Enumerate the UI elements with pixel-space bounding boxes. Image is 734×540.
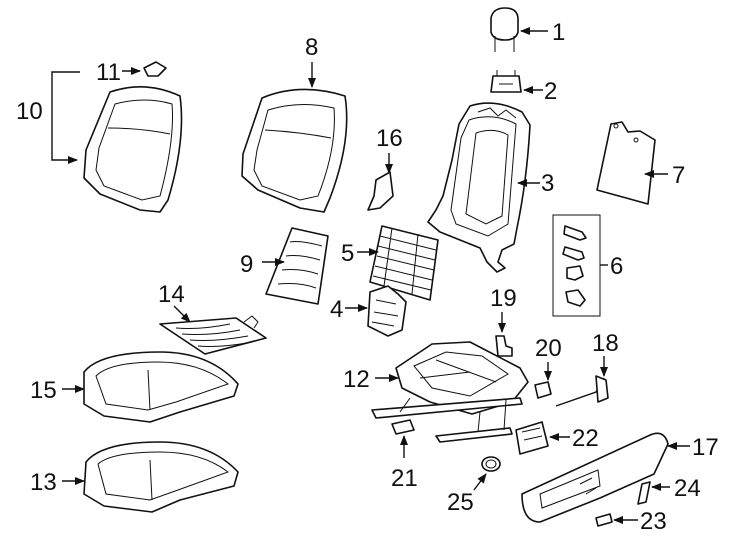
callout-13: 13	[30, 469, 85, 496]
part-4-lumbar-adjuster	[367, 285, 407, 337]
svg-text:4: 4	[330, 296, 343, 323]
part-18-release-lever	[555, 375, 609, 407]
svg-text:16: 16	[376, 125, 403, 152]
part-21-clip	[391, 419, 415, 435]
svg-text:6: 6	[610, 253, 623, 280]
callout-11: 11	[96, 59, 141, 86]
callout-17: 17	[667, 434, 719, 461]
svg-text:21: 21	[391, 465, 418, 492]
callout-23: 23	[613, 508, 667, 535]
part-20-clip	[534, 381, 552, 399]
part-12-seat-frame	[371, 341, 529, 443]
part-22-seat-switch	[515, 421, 549, 455]
callout-25: 25	[447, 473, 487, 516]
svg-text:13: 13	[30, 469, 57, 496]
callout-15: 15	[30, 377, 85, 404]
callout-4: 4	[330, 296, 368, 323]
svg-text:8: 8	[305, 34, 318, 61]
svg-text:15: 15	[30, 377, 57, 404]
part-23-knob	[595, 513, 613, 527]
part-1-headrest	[490, 7, 519, 52]
part-11-clip	[143, 61, 167, 77]
part-5-lumbar-support	[369, 225, 439, 301]
callout-12: 12	[343, 366, 399, 393]
svg-text:14: 14	[158, 281, 185, 308]
svg-text:18: 18	[592, 330, 619, 357]
callout-6: 6	[600, 253, 623, 280]
svg-text:19: 19	[490, 285, 517, 312]
part-17-side-shield	[521, 432, 669, 523]
svg-text:22: 22	[572, 425, 599, 452]
part-10-seatback-assembly	[83, 86, 183, 213]
part-7-back-panel	[596, 121, 656, 205]
svg-text:7: 7	[672, 162, 685, 189]
part-24-switch-knob	[637, 481, 651, 505]
part-19-bracket	[495, 335, 513, 357]
svg-text:3: 3	[541, 170, 554, 197]
callout-8: 8	[305, 34, 318, 88]
callout-14: 14	[158, 281, 191, 323]
part-2-headrest-guide	[490, 70, 522, 93]
part-25-knob	[481, 456, 501, 472]
callout-3: 3	[517, 170, 554, 197]
svg-text:10: 10	[16, 98, 43, 125]
svg-text:23: 23	[640, 508, 667, 535]
svg-text:9: 9	[240, 251, 253, 278]
svg-text:1: 1	[552, 19, 565, 46]
svg-text:20: 20	[535, 335, 562, 362]
part-6-fastener-kit	[552, 214, 601, 317]
callout-18: 18	[592, 330, 619, 377]
svg-text:11: 11	[96, 59, 121, 86]
svg-text:24: 24	[674, 475, 701, 502]
part-8-seatback-cover	[241, 88, 348, 213]
svg-text:5: 5	[341, 240, 354, 267]
callout-10: 10	[16, 71, 80, 164]
callout-24: 24	[651, 475, 701, 502]
callout-22: 22	[549, 425, 599, 452]
callout-20: 20	[535, 335, 562, 381]
part-16-trim-clip	[367, 171, 394, 211]
part-9-seatback-pad	[265, 227, 329, 305]
callout-5: 5	[341, 240, 379, 267]
callout-2: 2	[523, 78, 557, 105]
svg-text:12: 12	[343, 366, 370, 393]
callout-1: 1	[520, 19, 565, 46]
callout-7: 7	[644, 162, 685, 189]
part-3-seatback-frame	[427, 102, 531, 273]
callout-19: 19	[490, 285, 517, 333]
svg-text:17: 17	[692, 434, 719, 461]
callout-16: 16	[376, 125, 403, 174]
part-15-cushion-cover	[83, 351, 239, 423]
callout-21: 21	[391, 435, 418, 492]
part-14-seat-heater	[159, 315, 267, 355]
svg-text:2: 2	[544, 78, 557, 105]
part-13-cushion-pad	[83, 441, 239, 513]
svg-text:25: 25	[447, 489, 474, 516]
callout-9: 9	[240, 251, 285, 278]
